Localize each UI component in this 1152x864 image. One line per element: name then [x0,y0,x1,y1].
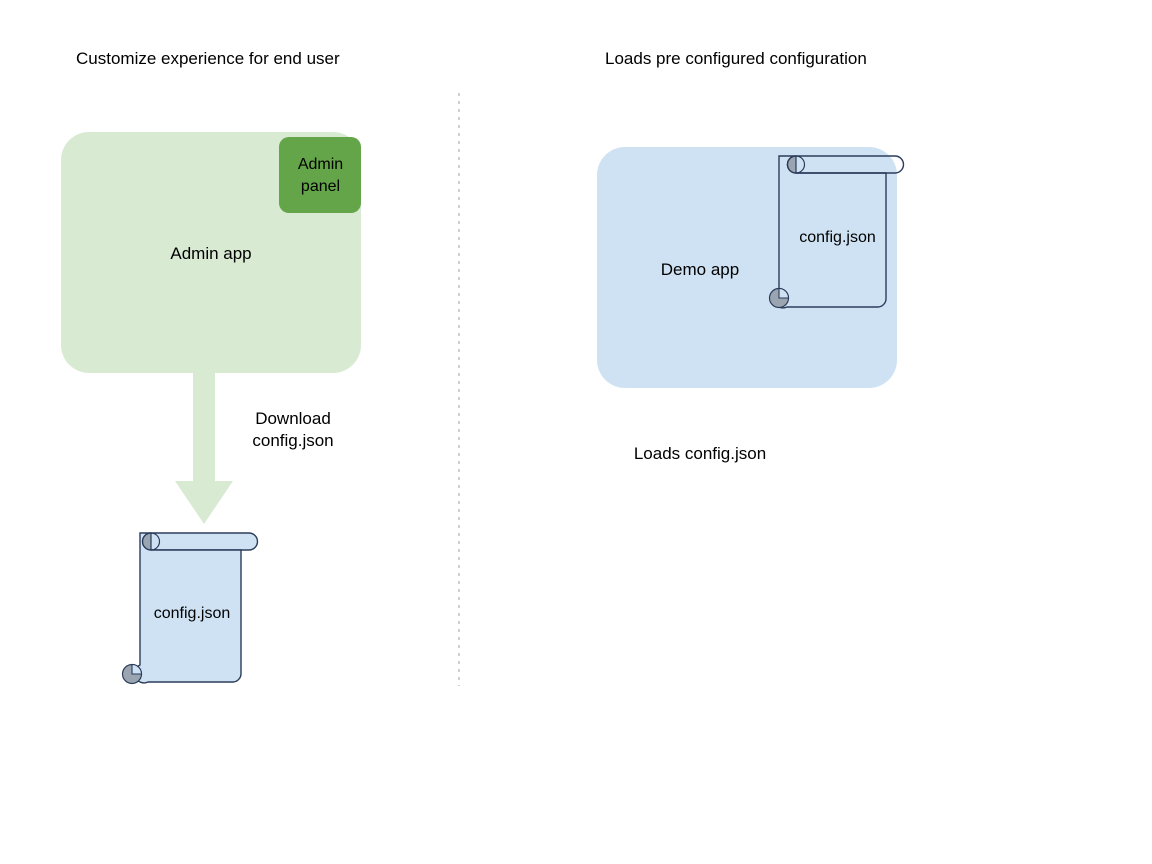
config-file-left-label: config.json [153,605,231,622]
demo-app-box[interactable] [597,147,897,388]
admin-panel-label: Admin panel [297,156,344,195]
config-file-right-bottom-curl-notch [778,287,790,299]
admin-panel-box[interactable] [279,137,361,213]
admin-app-label: Admin app [170,244,252,263]
config-file-right-label: config.json [799,229,876,246]
right-section-title: Loads pre configured configuration [605,49,867,68]
config-file-left-bottom-curl-notch [131,663,143,675]
config-file-right-top-curl-outline [786,155,806,174]
demo-app-label: Demo app [660,260,740,279]
loads-config-caption: Loads config.json [633,444,767,463]
config-file-left-top-curl-outline [141,532,161,551]
download-arrow-label: Download config.json [252,409,334,450]
download-arrow [175,373,233,524]
left-section-title: Customize experience for end user [76,49,340,68]
